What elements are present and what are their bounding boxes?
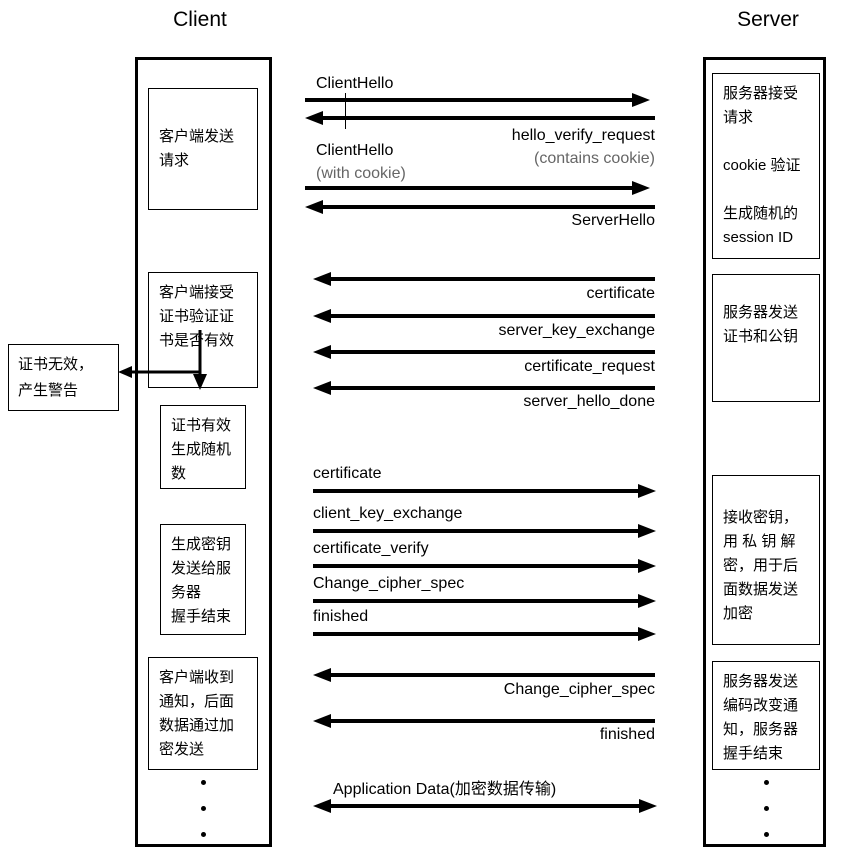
branch-valid-arrow <box>188 330 224 392</box>
label-hello-verify-request: hello_verify_request <box>511 127 655 144</box>
arrow-certificate-verify <box>313 558 656 576</box>
client-continuation-dots <box>190 780 216 837</box>
server-box-change-cipher: 服务器发送 编码改变通 知，服务器 握手结束 <box>712 661 820 770</box>
label-change-cipher-spec-server: Change_cipher_spec <box>503 681 655 698</box>
label-certificate-verify: certificate_verify <box>313 540 429 557</box>
server-box-receive-key: 接收密钥， 用 私 钥 解 密，用于后 面数据发送 加密 <box>712 475 820 645</box>
label-hello-verify-request-sub: (contains cookie) <box>534 150 655 167</box>
label-finished-server: finished <box>599 726 655 743</box>
client-box-gen-key-line-2: 务器 <box>171 584 202 601</box>
arrow-application-data <box>313 798 657 816</box>
client-dot-3 <box>200 832 206 837</box>
client-box-verify-cert: 客户端接受 证书验证证 书是否有效 <box>148 272 258 388</box>
client-box-send-request-line-0: 客户端发送 <box>159 128 235 145</box>
server-title: Server <box>737 8 799 31</box>
arrow-certificate-client <box>313 483 656 501</box>
server-box-receive-key-line-1: 用 私 钥 解 <box>723 533 796 550</box>
client-box-verify-cert-line-1: 证书验证证 <box>159 308 235 325</box>
arrow-certificate-server <box>313 271 655 289</box>
alert-box-line-0: 证书无效， <box>18 355 94 373</box>
server-dot-3 <box>763 832 769 837</box>
server-dot-2 <box>763 806 769 811</box>
alert-box-cert-invalid: 证书无效， 产生警告 <box>8 344 119 411</box>
label-client-hello-2-sub: (with cookie) <box>316 165 406 182</box>
client-dot-1 <box>200 780 206 785</box>
label-server-key-exchange: server_key_exchange <box>498 322 655 339</box>
client-box-gen-key-line-1: 发送给服 <box>171 560 232 577</box>
server-box-change-cipher-line-3: 握手结束 <box>723 745 784 762</box>
arrow-client-hello-2 <box>305 180 650 198</box>
server-box-change-cipher-line-2: 知，服务器 <box>723 721 799 738</box>
label-client-hello-1: ClientHello <box>316 75 394 92</box>
client-hello-tick <box>345 93 346 129</box>
server-box-accept-request-line-5: 生成随机的 <box>723 205 799 222</box>
arrow-change-cipher-spec-server <box>313 667 655 685</box>
arrow-hello-verify-request <box>305 110 655 128</box>
client-box-received-notice-line-3: 密发送 <box>159 741 205 758</box>
server-box-accept-request-spacer-1 <box>723 130 727 154</box>
arrow-server-hello-done <box>313 380 655 398</box>
arrow-client-key-exchange <box>313 523 656 541</box>
server-box-receive-key-line-2: 密，用于后 <box>723 557 799 574</box>
client-box-gen-key: 生成密钥 发送给服 务器 握手结束 <box>160 524 246 635</box>
label-client-key-exchange: client_key_exchange <box>313 505 463 522</box>
alert-box-line-1: 产生警告 <box>18 381 79 399</box>
server-box-accept-request-spacer-2 <box>723 178 727 202</box>
client-box-send-request: 客户端发送 请求 <box>148 88 258 210</box>
client-box-cert-valid-line-2: 数 <box>171 465 187 482</box>
server-box-send-cert-line-0: 服务器发送 <box>723 304 799 321</box>
server-box-change-cipher-line-1: 编码改变通 <box>723 697 799 714</box>
client-box-received-notice: 客户端收到 通知，后面 数据通过加 密发送 <box>148 657 258 770</box>
client-box-gen-key-line-0: 生成密钥 <box>171 536 232 553</box>
server-box-receive-key-line-4: 加密 <box>723 605 754 622</box>
arrow-certificate-request <box>313 344 655 362</box>
label-certificate-client: certificate <box>313 465 382 482</box>
client-box-verify-cert-line-2: 书是否有效 <box>159 332 235 349</box>
server-box-accept-request-line-6: session ID <box>723 229 794 246</box>
server-box-receive-key-line-0: 接收密钥， <box>723 509 799 526</box>
client-box-cert-valid-line-1: 生成随机 <box>171 441 232 458</box>
label-certificate-server: certificate <box>586 285 655 302</box>
arrow-server-key-exchange <box>313 308 655 326</box>
client-box-send-request-line-1: 请求 <box>159 152 190 169</box>
arrow-server-hello <box>305 199 655 217</box>
arrow-change-cipher-spec-client <box>313 593 656 611</box>
server-box-send-cert: 服务器发送 证书和公钥 <box>712 274 820 402</box>
server-dot-1 <box>763 780 769 785</box>
client-box-gen-key-line-3: 握手结束 <box>171 608 232 625</box>
label-certificate-request: certificate_request <box>524 358 655 375</box>
label-change-cipher-spec-client: Change_cipher_spec <box>313 575 465 592</box>
client-dot-2 <box>200 806 206 811</box>
arrow-client-hello-1 <box>305 92 650 110</box>
client-box-received-notice-line-2: 数据通过加 <box>159 717 235 734</box>
server-continuation-dots <box>753 780 779 837</box>
server-box-receive-key-line-3: 面数据发送 <box>723 581 799 598</box>
branch-invalid-arrow <box>118 338 218 400</box>
client-box-cert-valid-line-0: 证书有效 <box>171 417 232 434</box>
server-box-send-cert-line-1: 证书和公钥 <box>723 328 799 345</box>
label-client-hello-2: ClientHello <box>316 142 394 159</box>
server-box-accept-request-line-1: 请求 <box>723 109 754 126</box>
client-box-received-notice-line-1: 通知，后面 <box>159 693 235 710</box>
client-title: Client <box>173 8 227 31</box>
client-box-cert-valid: 证书有效 生成随机 数 <box>160 405 246 489</box>
client-box-verify-cert-line-0: 客户端接受 <box>159 284 235 301</box>
server-box-accept-request-line-0: 服务器接受 <box>723 85 799 102</box>
server-box-change-cipher-line-0: 服务器发送 <box>723 673 799 690</box>
label-application-data: Application Data(加密数据传输) <box>333 781 557 798</box>
arrow-finished-client <box>313 626 656 644</box>
client-box-received-notice-line-0: 客户端收到 <box>159 669 235 686</box>
arrow-finished-server <box>313 713 655 731</box>
server-box-accept-request: 服务器接受 请求 cookie 验证 生成随机的 session ID <box>712 73 820 259</box>
label-server-hello: ServerHello <box>571 212 655 229</box>
label-finished-client: finished <box>313 608 369 625</box>
label-server-hello-done: server_hello_done <box>523 393 655 410</box>
server-box-accept-request-line-3: cookie 验证 <box>723 157 801 174</box>
